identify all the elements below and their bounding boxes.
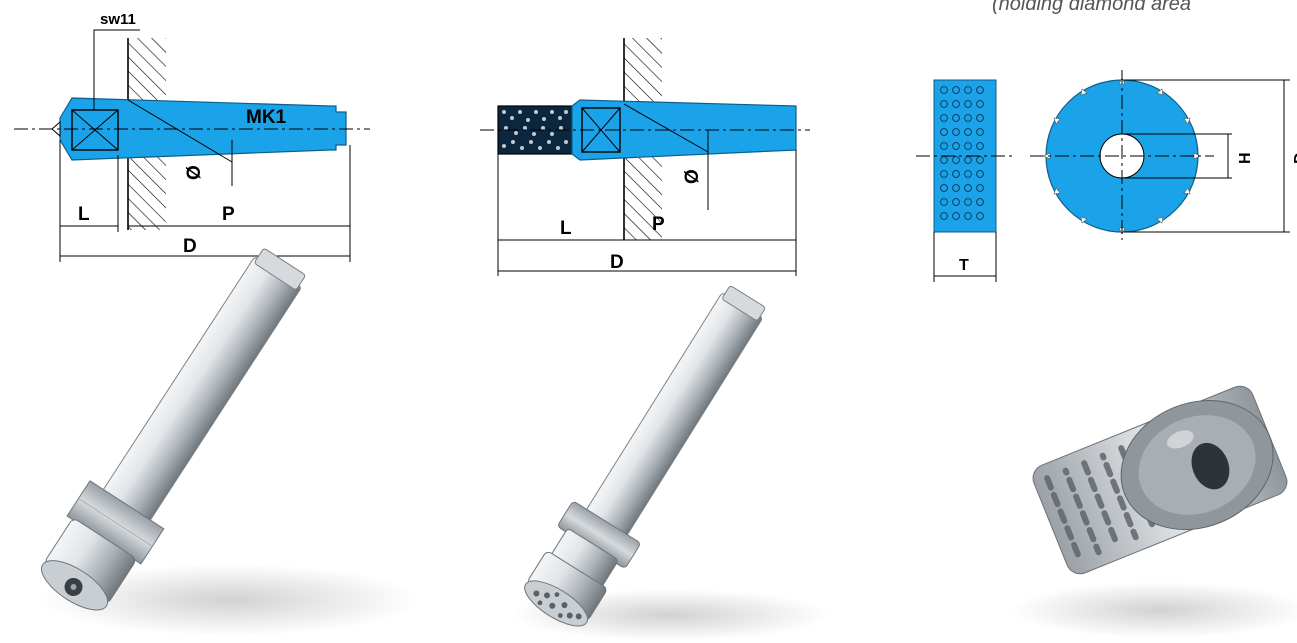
label-diameter-2: Ø — [682, 169, 703, 184]
label-H: H — [1237, 152, 1254, 164]
label-L-2: L — [560, 218, 572, 239]
caption-text: (holding diamond area — [992, 0, 1191, 15]
drawing-single-point-dresser: sw11 MK1 Ø L P D — [14, 11, 370, 262]
label-D: D — [183, 236, 197, 257]
label-T: T — [959, 257, 969, 274]
drawing-diamond-roller: T H D — [916, 70, 1297, 282]
label-P-2: P — [652, 214, 665, 235]
multi-point-dresser-photo — [510, 285, 830, 641]
drawing-multi-point-dresser: Ø L P D — [480, 38, 810, 276]
label-P: P — [222, 204, 235, 225]
single-point-dresser-photo — [40, 248, 420, 636]
label-sw11: sw11 — [100, 11, 136, 28]
label-D-3: D — [1292, 152, 1297, 164]
diamond-roller-photo — [1010, 385, 1297, 638]
label-mk1: MK1 — [246, 107, 287, 128]
label-L: L — [78, 204, 90, 225]
wrench-flat-square — [71, 109, 119, 151]
label-D-2: D — [610, 252, 624, 273]
label-diameter: Ø — [184, 165, 205, 180]
